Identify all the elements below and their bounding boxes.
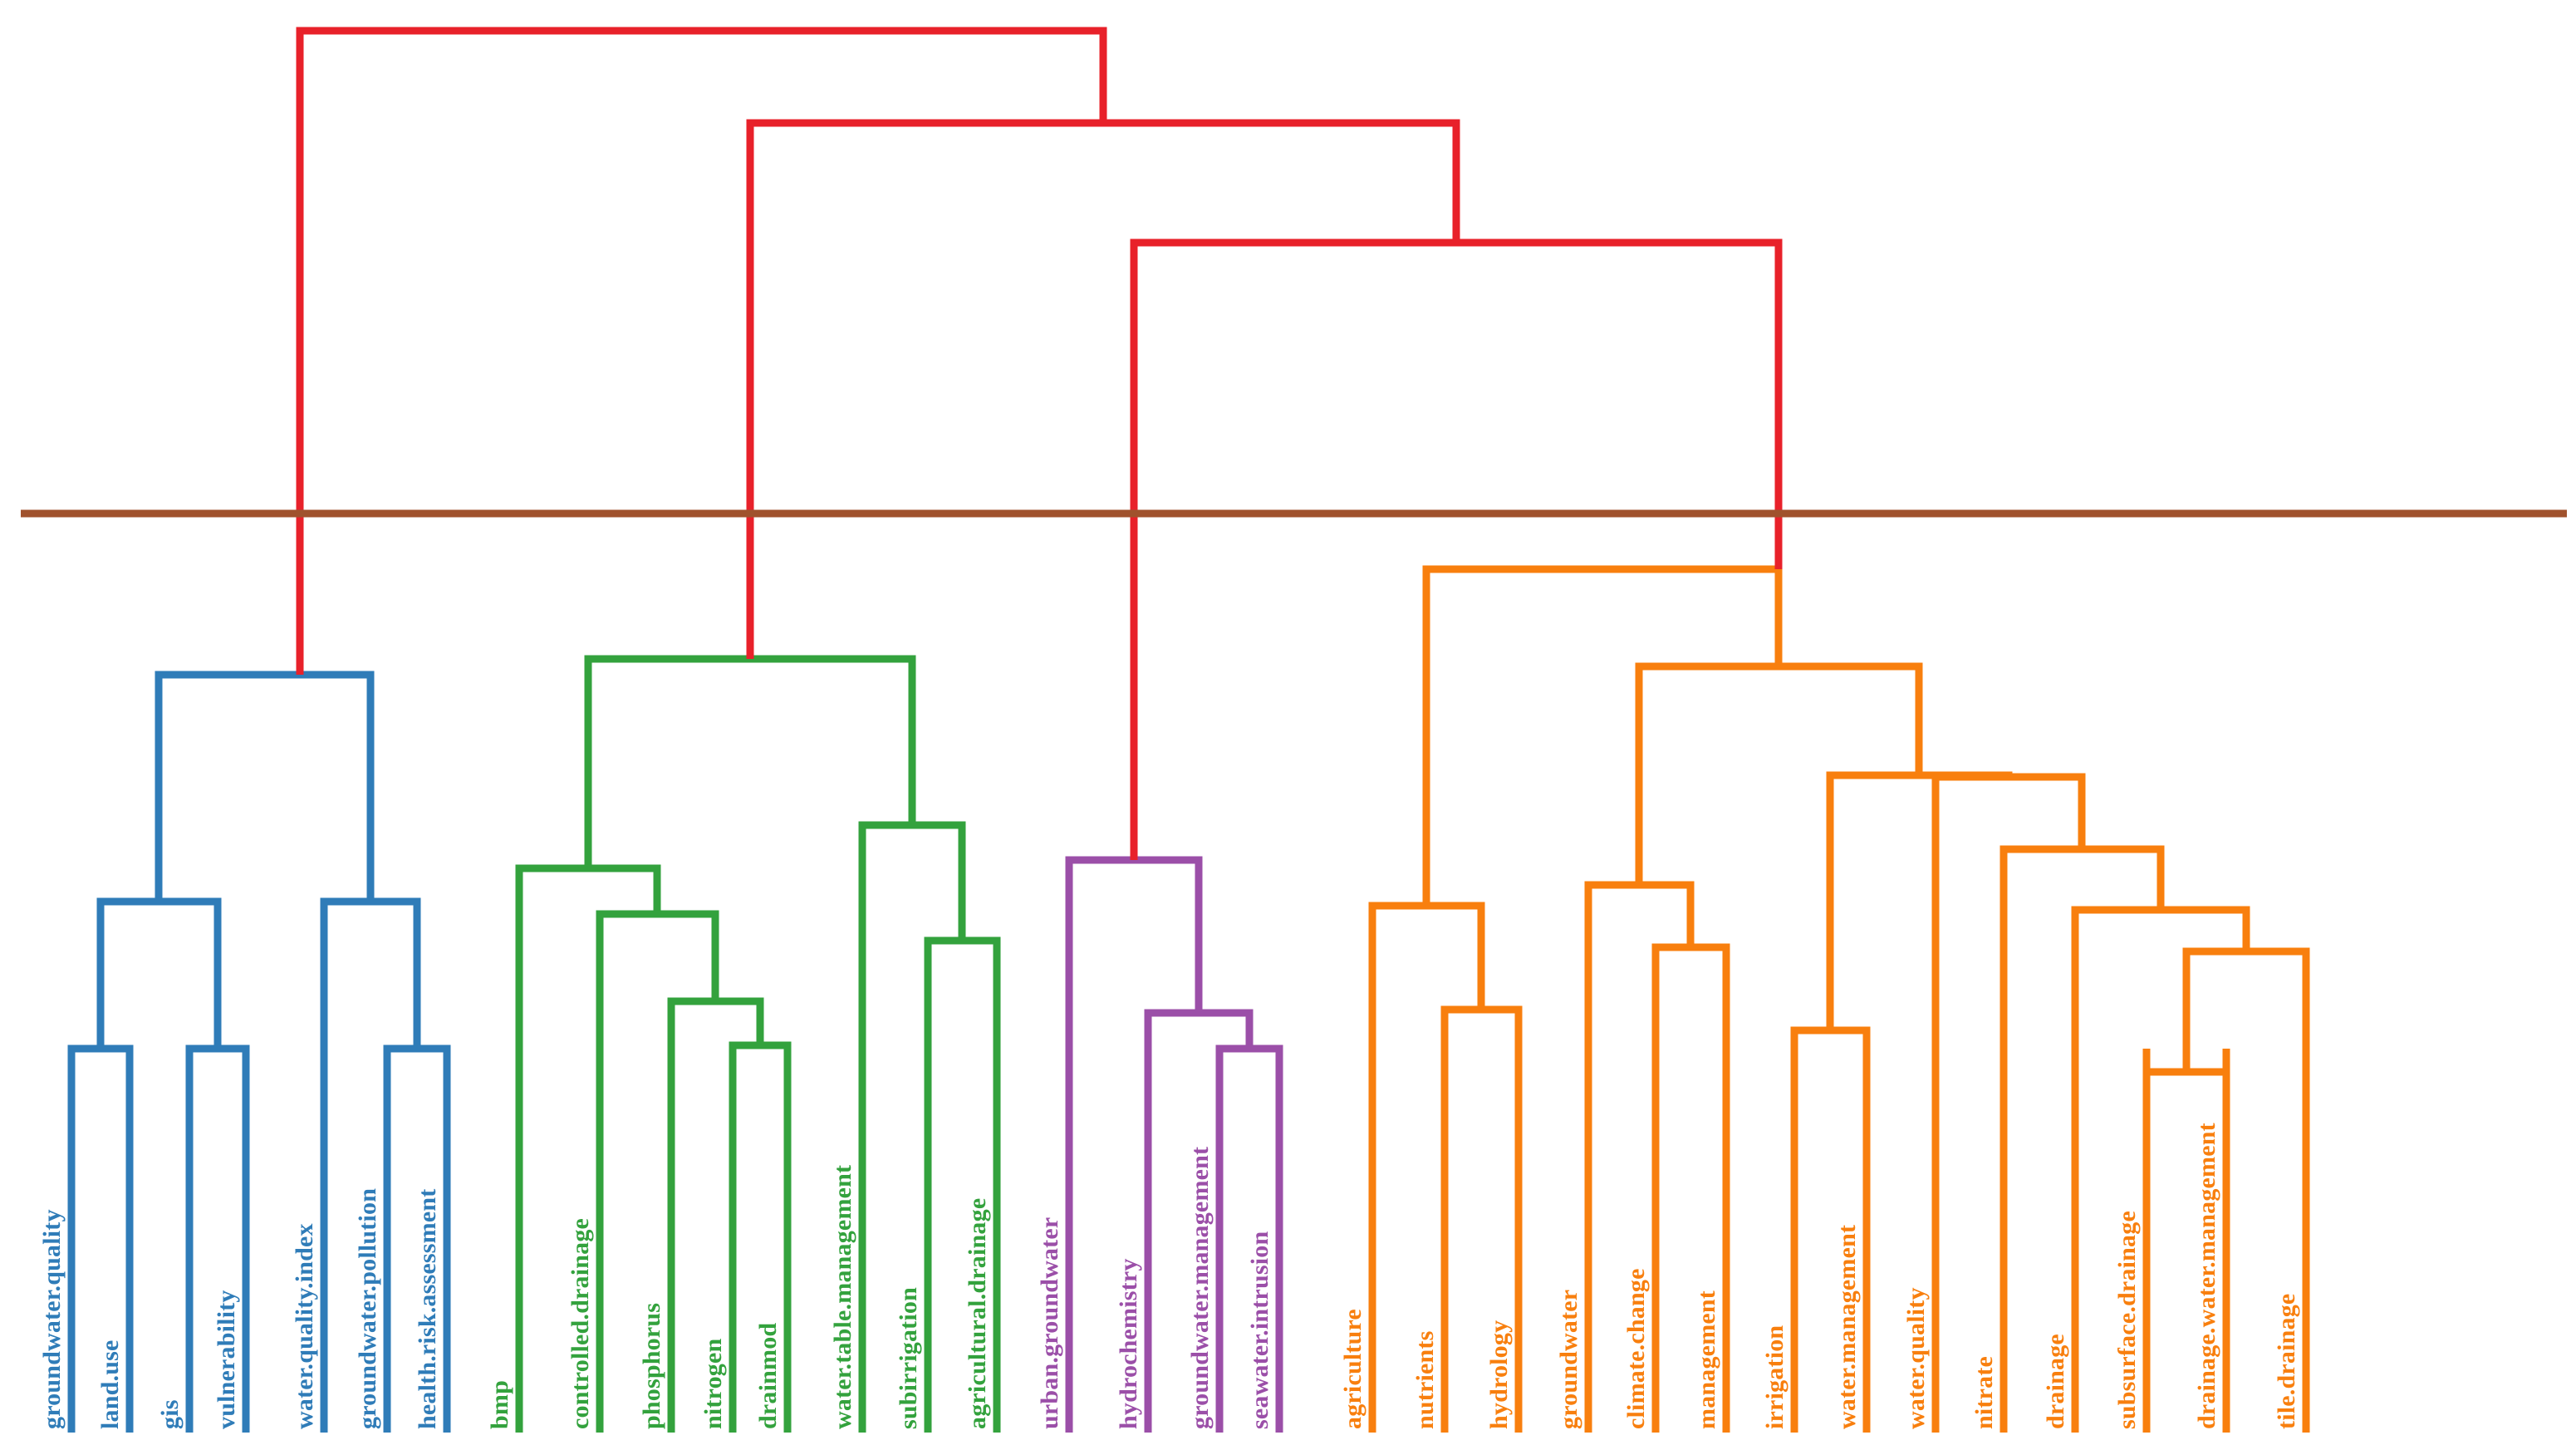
leaf-label: gis — [156, 1399, 184, 1429]
leaf-label: irrigation — [1761, 1325, 1788, 1429]
leaf-label: health.risk.assessment — [414, 1189, 441, 1429]
leaf-label: land.use — [96, 1340, 124, 1429]
leaf-label: groundwater.pollution — [354, 1188, 381, 1429]
leaf-label: subsurface.drainage — [2113, 1211, 2141, 1429]
leaf-label: agricultural.drainage — [964, 1198, 991, 1429]
leaf-label: water.table.management — [829, 1165, 856, 1429]
leaf-label: bmp — [486, 1380, 513, 1429]
leaf-label: urban.groundwater — [1036, 1217, 1063, 1429]
red-root — [296, 27, 1107, 675]
leaf-label: drainmod — [754, 1323, 782, 1429]
leaf-label: water.quality — [1902, 1287, 1930, 1429]
dendrogram-leaf-labels: groundwater.quality land.use gis vulnerabil… — [38, 1123, 2300, 1429]
leaf-label: subirrigation — [895, 1287, 922, 1429]
dendrogram-links — [67, 27, 2310, 1076]
dendrogram-leaf-stems — [67, 1049, 2310, 1433]
blue-cluster-root — [155, 671, 375, 902]
green-merge-nit-dmd — [729, 1041, 792, 1049]
leaf-label: hydrology — [1485, 1320, 1513, 1429]
leaf-label: groundwater — [1555, 1290, 1582, 1429]
leaf-label: agriculture — [1339, 1309, 1367, 1429]
leaf-label: seawater.intrusion — [1246, 1231, 1273, 1429]
orange-cluster-root — [1422, 565, 1783, 906]
leaf-label: groundwater.management — [1186, 1147, 1214, 1429]
leaf-label: climate.change — [1622, 1268, 1650, 1429]
leaf-label: controlled.drainage — [567, 1218, 594, 1429]
leaf-label: drainage.water.management — [2193, 1123, 2220, 1429]
leaf-label: groundwater.quality — [38, 1209, 66, 1429]
leaf-label: drainage — [2042, 1334, 2069, 1429]
leaf-label: tile.drainage — [2273, 1294, 2300, 1429]
leaf-label: vulnerability — [213, 1290, 240, 1429]
leaf-label: hydrochemistry — [1115, 1258, 1142, 1429]
leaf-label: management — [1693, 1290, 1720, 1429]
leaf-label: nitrate — [1970, 1356, 1998, 1429]
leaf-label: phosphorus — [638, 1303, 665, 1429]
leaf-label: water.quality.index — [291, 1223, 318, 1429]
leaf-label: nutrients — [1411, 1331, 1439, 1429]
leaf-label: nitrogen — [699, 1339, 727, 1429]
leaf-label: water.management — [1833, 1225, 1861, 1429]
